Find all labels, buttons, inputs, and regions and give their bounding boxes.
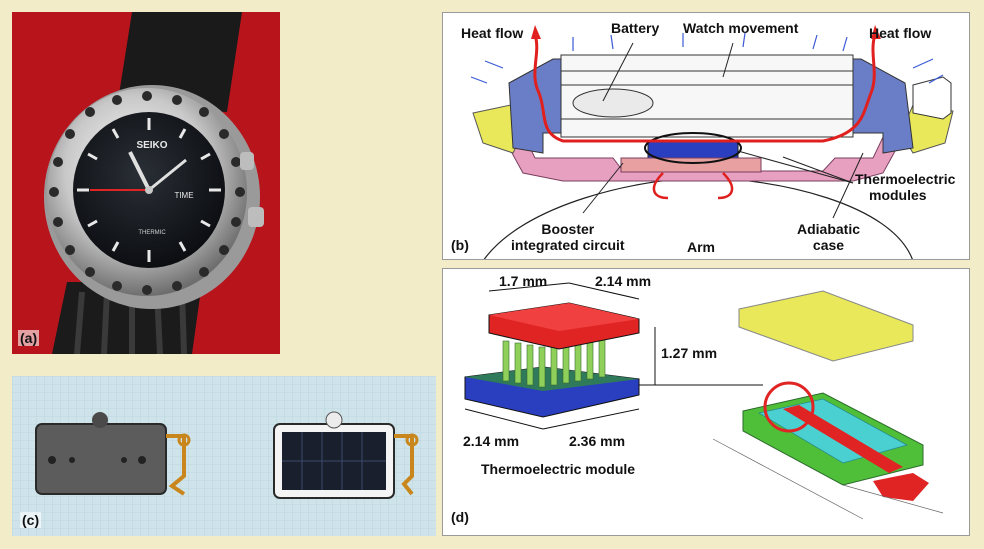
label-thermoelectric-modules: Thermoelectric modules — [855, 171, 955, 203]
case-right — [852, 58, 914, 154]
dim-bottom-right: 2.36 mm — [569, 433, 626, 449]
hour-hand — [128, 151, 151, 191]
assembly-connector — [873, 473, 929, 501]
label-thermoelectric-modules-line1: Thermoelectric — [855, 171, 956, 187]
dim-height: 1.27 mm — [661, 345, 718, 361]
label-arm: Arm — [687, 239, 716, 255]
label-watch-movement: Watch movement — [683, 20, 799, 36]
label-adiabatic-line2: case — [812, 237, 845, 253]
label-battery: Battery — [611, 20, 660, 36]
dim-bottom-left: 2.14 mm — [463, 433, 520, 449]
label-heat-flow-right: Heat flow — [869, 25, 932, 41]
leader-lines — [582, 42, 864, 219]
label-thermoelectric-modules-line2: modules — [869, 187, 927, 203]
panel-label-a: (a) — [18, 330, 40, 346]
watch-illustration: SEIKO TIME THERMIC — [44, 12, 264, 354]
hour-markers — [77, 118, 221, 262]
module-photo-drawing — [12, 376, 436, 536]
thermoelectric-modules-shape — [647, 140, 739, 160]
module-caption: Thermoelectric module — [481, 461, 636, 477]
watch-brand: SEIKO — [136, 140, 167, 151]
booster-plate — [620, 157, 762, 173]
minute-hand — [148, 158, 187, 192]
label-adiabatic-line1: Adiabatic — [797, 221, 861, 237]
panel-label-d: (d) — [451, 509, 469, 525]
heat-flow-path — [533, 34, 877, 143]
label-booster-line2: integrated circuit — [511, 237, 625, 253]
label-adiabatic-case: Adiabatic case — [797, 221, 860, 253]
adiabatic-case — [500, 132, 906, 182]
watch-crown — [248, 207, 264, 227]
dim-top-right: 2.14 mm — [595, 273, 652, 289]
dimension-lines — [464, 282, 763, 430]
panel-b-cross-section: Heat flow Heat flow Battery Watch moveme… — [442, 12, 970, 260]
assembly-highlight-circle — [763, 381, 815, 433]
assembly-lid — [738, 290, 914, 362]
watch-model-text: THERMIC — [138, 230, 166, 236]
module-highlight-ellipse — [644, 132, 742, 164]
module-3d-drawing — [464, 282, 944, 520]
module-pillars — [502, 336, 606, 388]
bezel-holes — [49, 91, 245, 295]
label-booster-ic: Booster integrated circuit — [511, 221, 625, 253]
watch-time-text: TIME — [174, 191, 193, 200]
heat-arrows-blue — [470, 32, 944, 84]
panel-label-b: (b) — [451, 237, 469, 253]
panel-c-module-photo: (c) — [12, 376, 436, 536]
battery-shape — [572, 88, 654, 118]
dim-top-left: 1.7 mm — [499, 273, 548, 289]
cross-section-drawing — [470, 25, 954, 259]
panel-d-module-drawing: 1.7 mm 2.14 mm 1.27 mm 2.14 mm 2.36 mm T… — [442, 268, 970, 536]
panel-a-watch-photo: SEIKO TIME THERMIC (a) — [12, 12, 280, 354]
label-heat-flow-left: Heat flow — [461, 25, 524, 41]
assembly-circuit — [783, 405, 903, 473]
module-left — [35, 412, 191, 496]
watch-crown-top — [240, 152, 254, 170]
panel-label-c: (c) — [20, 512, 42, 528]
crown — [912, 76, 952, 120]
module-right — [273, 411, 419, 499]
label-booster-line1: Booster — [541, 221, 595, 237]
